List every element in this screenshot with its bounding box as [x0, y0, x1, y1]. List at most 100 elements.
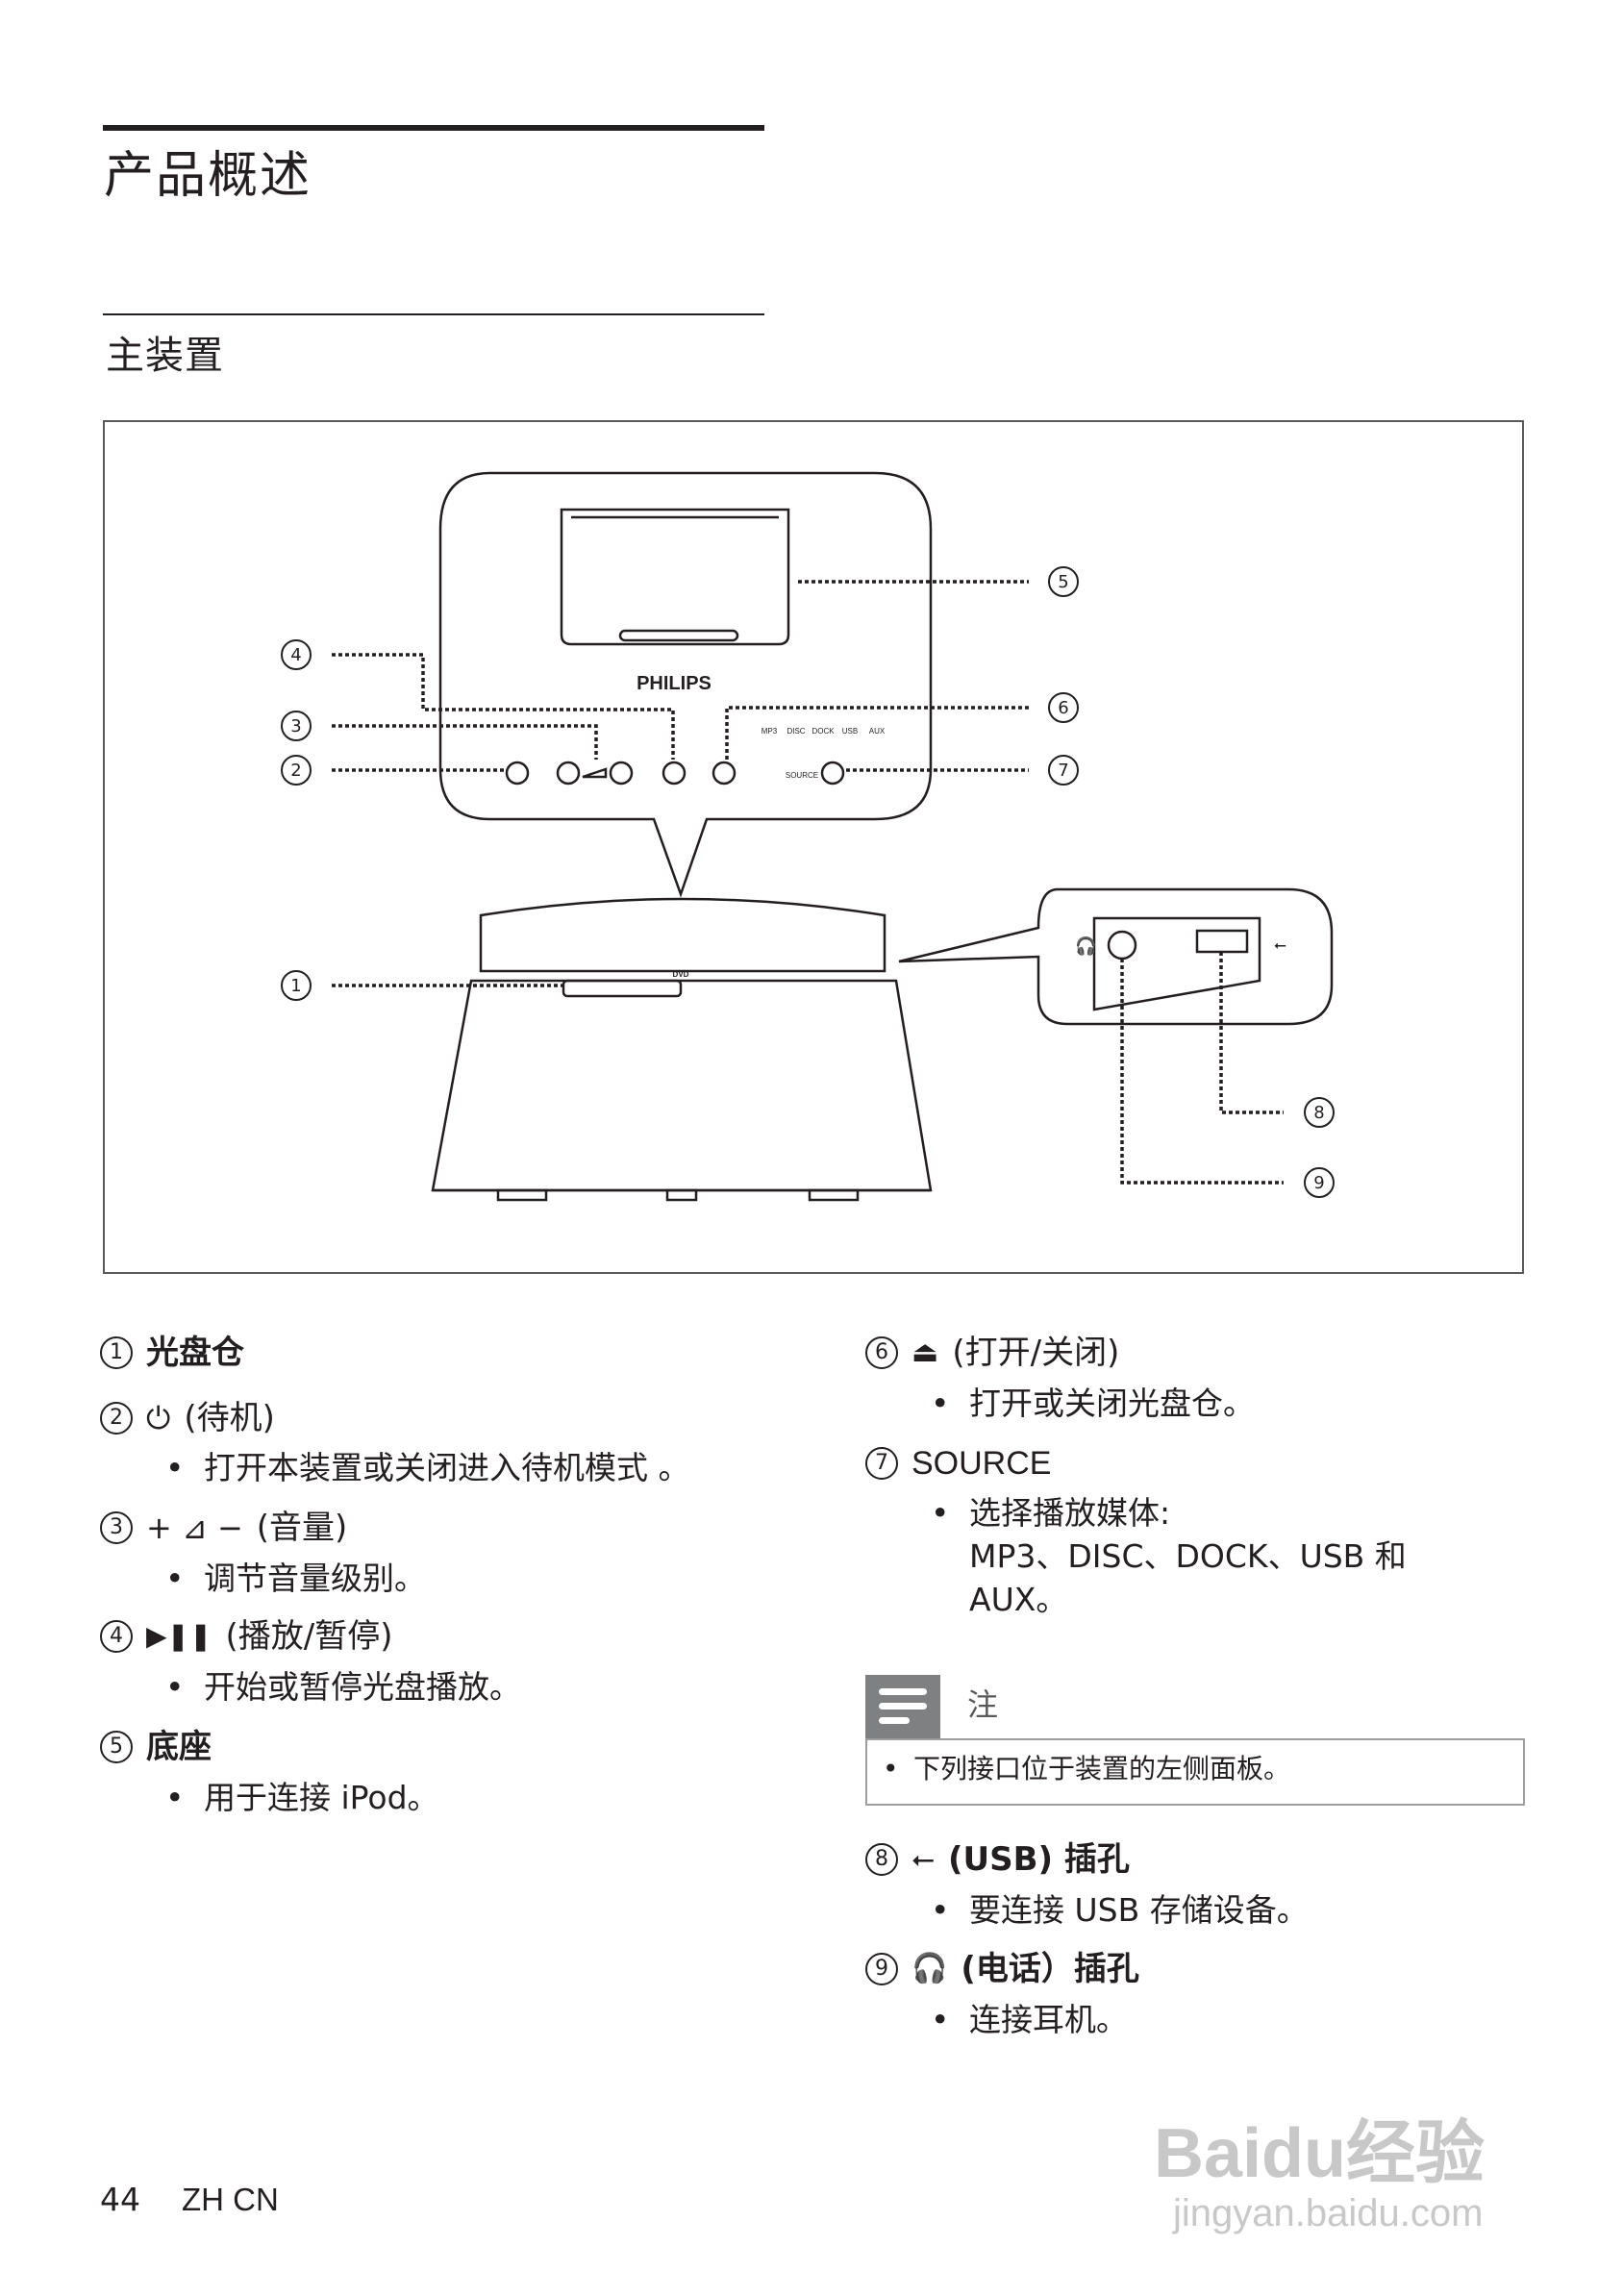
note-box [865, 1738, 1525, 1806]
bullet-6: •打开或关闭光盘仓。 [931, 1385, 1255, 1422]
power-icon: ⏻ [146, 1400, 171, 1436]
eject-icon: ⏏ [911, 1335, 939, 1369]
watermark-url: jingyan.baidu.com [1173, 2192, 1484, 2234]
bullet-text: 打开或关闭光盘仓。 [969, 1385, 1255, 1422]
page-number: 44 [100, 2181, 140, 2218]
callout-3: 3 [290, 716, 301, 736]
bullet-7: •选择播放媒体: [931, 1494, 1171, 1532]
item-label: (电话）插孔 [961, 1950, 1139, 1988]
item-8: 8 ⭠ (USB) 插孔 [865, 1843, 1130, 1876]
headphone-icon: 🎧 [911, 1952, 948, 1985]
item-number: 9 [865, 1953, 898, 1985]
callout-7: 7 [1058, 761, 1068, 781]
callout-4: 4 [290, 645, 301, 665]
side-usb-icon: ⭠ [1274, 936, 1286, 954]
item-4: 4 ▶❚❚ (播放/暂停) [100, 1620, 392, 1653]
item-label: (USB) 插孔 [948, 1840, 1130, 1879]
item-6: 6 ⏏ (打开/关闭) [865, 1336, 1119, 1369]
device-top [479, 897, 886, 973]
bullet-2: •打开本装置或关闭进入待机模式 。 [165, 1449, 690, 1486]
item-number: 6 [865, 1336, 898, 1369]
bullet-7-line-3: AUX。 [969, 1581, 1068, 1618]
device-base [431, 979, 933, 1192]
bullet-text: 选择播放媒体: [969, 1494, 1171, 1532]
bullet-9: •连接耳机。 [931, 2001, 1128, 2038]
title-rule [103, 125, 764, 131]
item-number: 1 [100, 1336, 133, 1369]
callout-1: 1 [290, 976, 301, 996]
dvd-logo: DVD [673, 970, 689, 979]
bullet-7-line-2: MP3、DISC、DOCK、USB 和 [969, 1537, 1407, 1575]
bullet-text: 用于连接 iPod。 [204, 1779, 439, 1816]
watermark: Baidu经验 jingyan.baidu.com [1154, 2077, 1538, 2259]
item-label: 底座 [146, 1728, 212, 1766]
item-label: (打开/关闭) [952, 1334, 1120, 1372]
usb-port-shape [1195, 929, 1249, 954]
source-button-shape [820, 761, 845, 786]
item-number: 8 [865, 1843, 898, 1876]
source-option-dock: DOCK [812, 727, 835, 736]
item-label: SOURCE [911, 1445, 1052, 1482]
top-panel-balloon [438, 471, 933, 898]
item-7: 7 SOURCE [865, 1447, 1051, 1480]
source-option-usb: USB [842, 727, 858, 736]
side-panel-balloon [898, 887, 1334, 1026]
usb-icon: ⭠ [911, 1842, 935, 1876]
bullet-text: 要连接 USB 存储设备。 [969, 1891, 1309, 1929]
callout-6: 6 [1058, 698, 1068, 718]
section-rule [103, 313, 764, 315]
note-text: •下列接口位于装置的左侧面板。 [883, 1753, 1291, 1784]
note-icon [865, 1675, 940, 1738]
bullet-text: 连接耳机。 [969, 2001, 1128, 2038]
item-number: 7 [865, 1447, 898, 1480]
note-text-content: 下列接口位于装置的左侧面板。 [913, 1753, 1291, 1784]
bullet-text: 打开本装置或关闭进入待机模式 。 [204, 1449, 690, 1486]
eject-button-shape [712, 761, 737, 786]
callout-8: 8 [1313, 1103, 1324, 1123]
item-2: 2 ⏻ (待机) [100, 1402, 275, 1435]
source-option-disc: DISC [787, 727, 805, 736]
item-number: 5 [100, 1731, 133, 1763]
bullet-text: 调节音量级别。 [204, 1560, 426, 1597]
source-label: SOURCE [786, 771, 818, 780]
callout-9: 9 [1313, 1173, 1324, 1193]
brand-label: PHILIPS [637, 673, 712, 694]
play-pause-icon: ▶❚❚ [146, 1620, 212, 1652]
note-label: 注 [967, 1686, 999, 1723]
item-label: (待机) [184, 1399, 275, 1437]
item-number: 4 [100, 1620, 133, 1653]
item-9: 9 🎧 (电话）插孔 [865, 1953, 1139, 1985]
watermark-logo: Baidu经验 [1154, 2115, 1486, 2192]
item-label: 光盘仓 [146, 1334, 244, 1372]
item-1: 1 光盘仓 [100, 1336, 244, 1369]
vol-minus-button-shape [556, 761, 581, 786]
device-illustration [103, 420, 1524, 1274]
item-label: (播放/暂停) [225, 1617, 393, 1656]
callout-5: 5 [1058, 572, 1068, 592]
bullet-8: •要连接 USB 存储设备。 [931, 1891, 1309, 1929]
vol-plus-button-shape [609, 761, 634, 786]
page-title: 产品概述 [104, 147, 312, 205]
item-number: 2 [100, 1402, 133, 1435]
bullet-5: •用于连接 iPod。 [165, 1779, 439, 1816]
bullet-text: 开始或暂停光盘播放。 [204, 1668, 521, 1706]
page-footer: 44 ZH CN [100, 2181, 279, 2218]
language-code: ZH CN [182, 2182, 279, 2217]
section-title: 主装置 [106, 334, 224, 378]
item-3: 3 + ⊿ − (音量) [100, 1511, 347, 1544]
play-button-shape [662, 761, 687, 786]
source-option-mp3: MP3 [762, 727, 778, 736]
volume-icon: + ⊿ − [146, 1510, 243, 1546]
callout-2: 2 [290, 761, 301, 781]
headphone-jack-shape [1107, 930, 1137, 961]
item-number: 3 [100, 1511, 133, 1544]
item-label: (音量) [256, 1509, 348, 1547]
source-option-aux: AUX [869, 727, 886, 736]
standby-button-shape [505, 761, 530, 786]
bullet-4: •开始或暂停光盘播放。 [165, 1668, 521, 1706]
ipod-dock [560, 508, 790, 646]
side-headphone-icon: 🎧 [1075, 936, 1096, 957]
item-5: 5 底座 [100, 1731, 212, 1763]
bullet-3: •调节音量级别。 [165, 1560, 426, 1597]
